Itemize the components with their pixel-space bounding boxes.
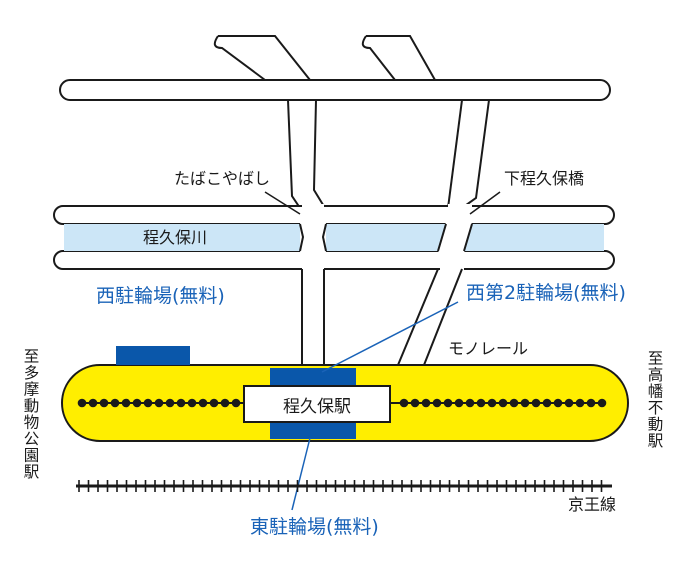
monorail-dot <box>531 398 541 408</box>
monorail-dot <box>121 398 131 408</box>
monorail-dot <box>443 398 453 408</box>
monorail-dot <box>132 398 142 408</box>
monorail-dot <box>77 398 87 408</box>
river-label: 程久保川 <box>143 228 208 247</box>
east-parking-area <box>270 422 356 439</box>
monorail-dot <box>432 398 442 408</box>
monorail-dot <box>176 398 186 408</box>
monorail-dot <box>99 398 109 408</box>
monorail-dot <box>198 398 208 408</box>
river <box>64 224 604 251</box>
monorail-dot <box>586 398 596 408</box>
east-parking-label: 東駐輪場(無料) <box>250 516 379 538</box>
monorail-dot <box>209 398 219 408</box>
monorail-dot <box>520 398 530 408</box>
bridge-right <box>438 222 472 253</box>
upper-road <box>59 79 611 101</box>
parking-leader-lines <box>291 301 459 511</box>
monorail-dot <box>564 398 574 408</box>
monorail-dot <box>220 398 230 408</box>
top-diagonal-roads <box>213 35 436 81</box>
monorail-dot <box>487 398 497 408</box>
monorail-dot <box>410 398 420 408</box>
monorail-dot <box>231 398 241 408</box>
monorail-dot <box>498 398 508 408</box>
monorail-dot <box>509 398 519 408</box>
monorail-dot <box>575 398 585 408</box>
keio-line-label: 京王線 <box>568 495 617 514</box>
west2-parking-area <box>270 368 356 386</box>
direction-left-label: 至多摩動物公園駅 <box>21 348 40 480</box>
monorail-label: モノレール <box>448 339 529 358</box>
west-parking-label: 西駐輪場(無料) <box>96 285 225 307</box>
bridge-left <box>300 222 326 253</box>
monorail-line <box>77 398 607 408</box>
monorail-dot <box>476 398 486 408</box>
monorail-dot <box>110 398 120 408</box>
monorail-dot <box>597 398 607 408</box>
monorail-dot <box>465 398 475 408</box>
monorail-dot <box>542 398 552 408</box>
monorail-dot <box>88 398 98 408</box>
direction-right-label: 至高幡不動駅 <box>645 350 664 449</box>
keio-railway <box>76 480 612 492</box>
river-road-band <box>53 204 615 271</box>
bridge-label-shimohodokubo: 下程久保橋 <box>504 169 585 188</box>
west2-parking-label: 西第2駐輪場(無料) <box>466 282 626 304</box>
monorail-dot <box>143 398 153 408</box>
monorail-dot <box>553 398 563 408</box>
bridge-label-tabakoyabashi: たばこやばし <box>174 169 271 188</box>
station-box: 程久保駅 <box>243 385 391 423</box>
monorail-dot <box>421 398 431 408</box>
bridge-leader-lines <box>264 191 501 215</box>
monorail-dot <box>154 398 164 408</box>
monorail-dot <box>399 398 409 408</box>
middle-vertical-roads <box>287 99 490 209</box>
monorail-dot <box>454 398 464 408</box>
station-label: 程久保駅 <box>283 396 351 417</box>
lower-roads <box>301 268 463 366</box>
west-parking-area <box>116 346 190 365</box>
monorail-dot <box>187 398 197 408</box>
monorail-dot <box>165 398 175 408</box>
